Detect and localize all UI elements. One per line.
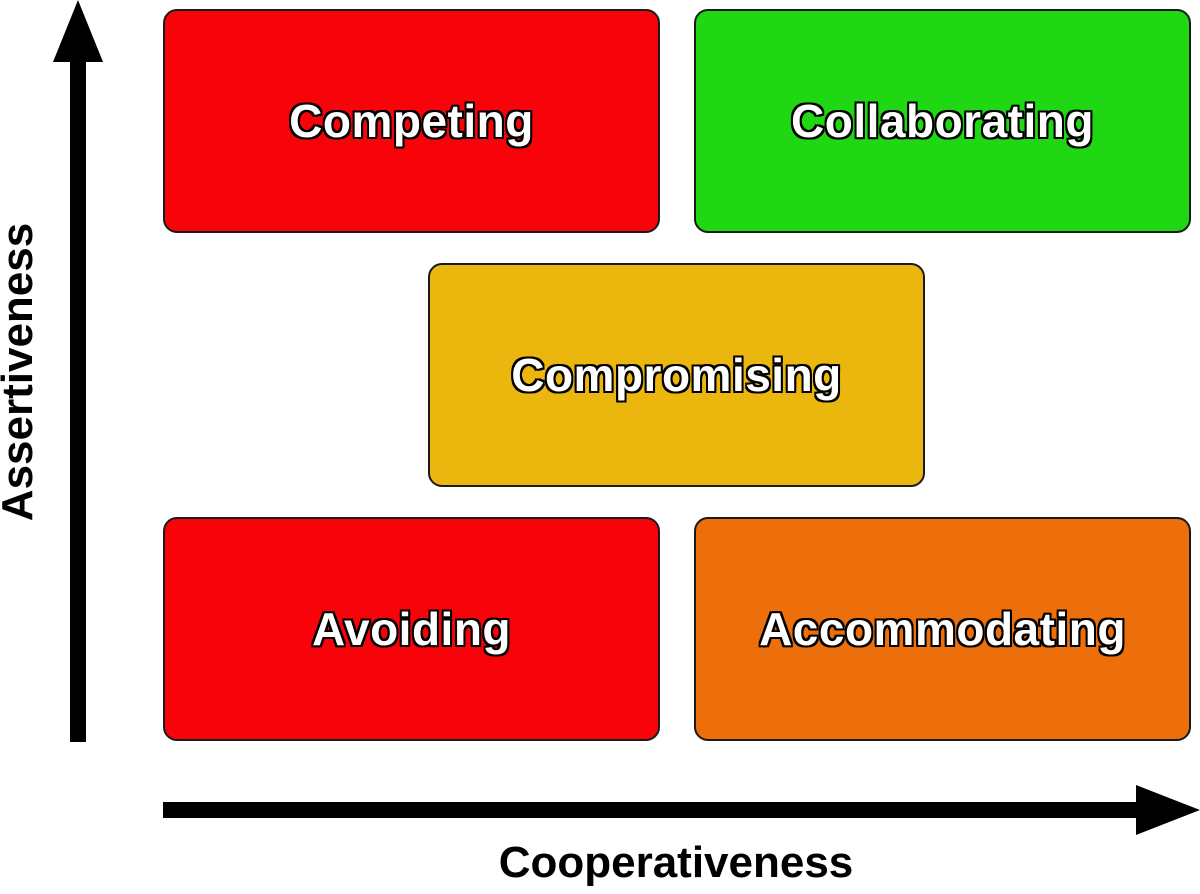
y-axis-arrowhead <box>53 0 103 62</box>
accommodating-box: Accommodating <box>694 517 1191 741</box>
accommodating-label: Accommodating <box>758 602 1126 656</box>
compromising-box: Compromising <box>428 263 925 487</box>
competing-box: Competing <box>163 9 660 233</box>
competing-label: Competing <box>288 94 534 148</box>
avoiding-box: Avoiding <box>163 517 660 741</box>
x-axis-arrowhead <box>1136 785 1200 835</box>
compromising-label: Compromising <box>510 348 842 402</box>
x-axis-label: Cooperativeness <box>498 838 854 887</box>
collaborating-label: Collaborating <box>790 94 1094 148</box>
y-axis-label: Assertiveness <box>0 222 42 522</box>
x-axis-line <box>163 802 1148 818</box>
y-axis-line <box>70 55 86 742</box>
avoiding-label: Avoiding <box>311 602 512 656</box>
collaborating-box: Collaborating <box>694 9 1191 233</box>
